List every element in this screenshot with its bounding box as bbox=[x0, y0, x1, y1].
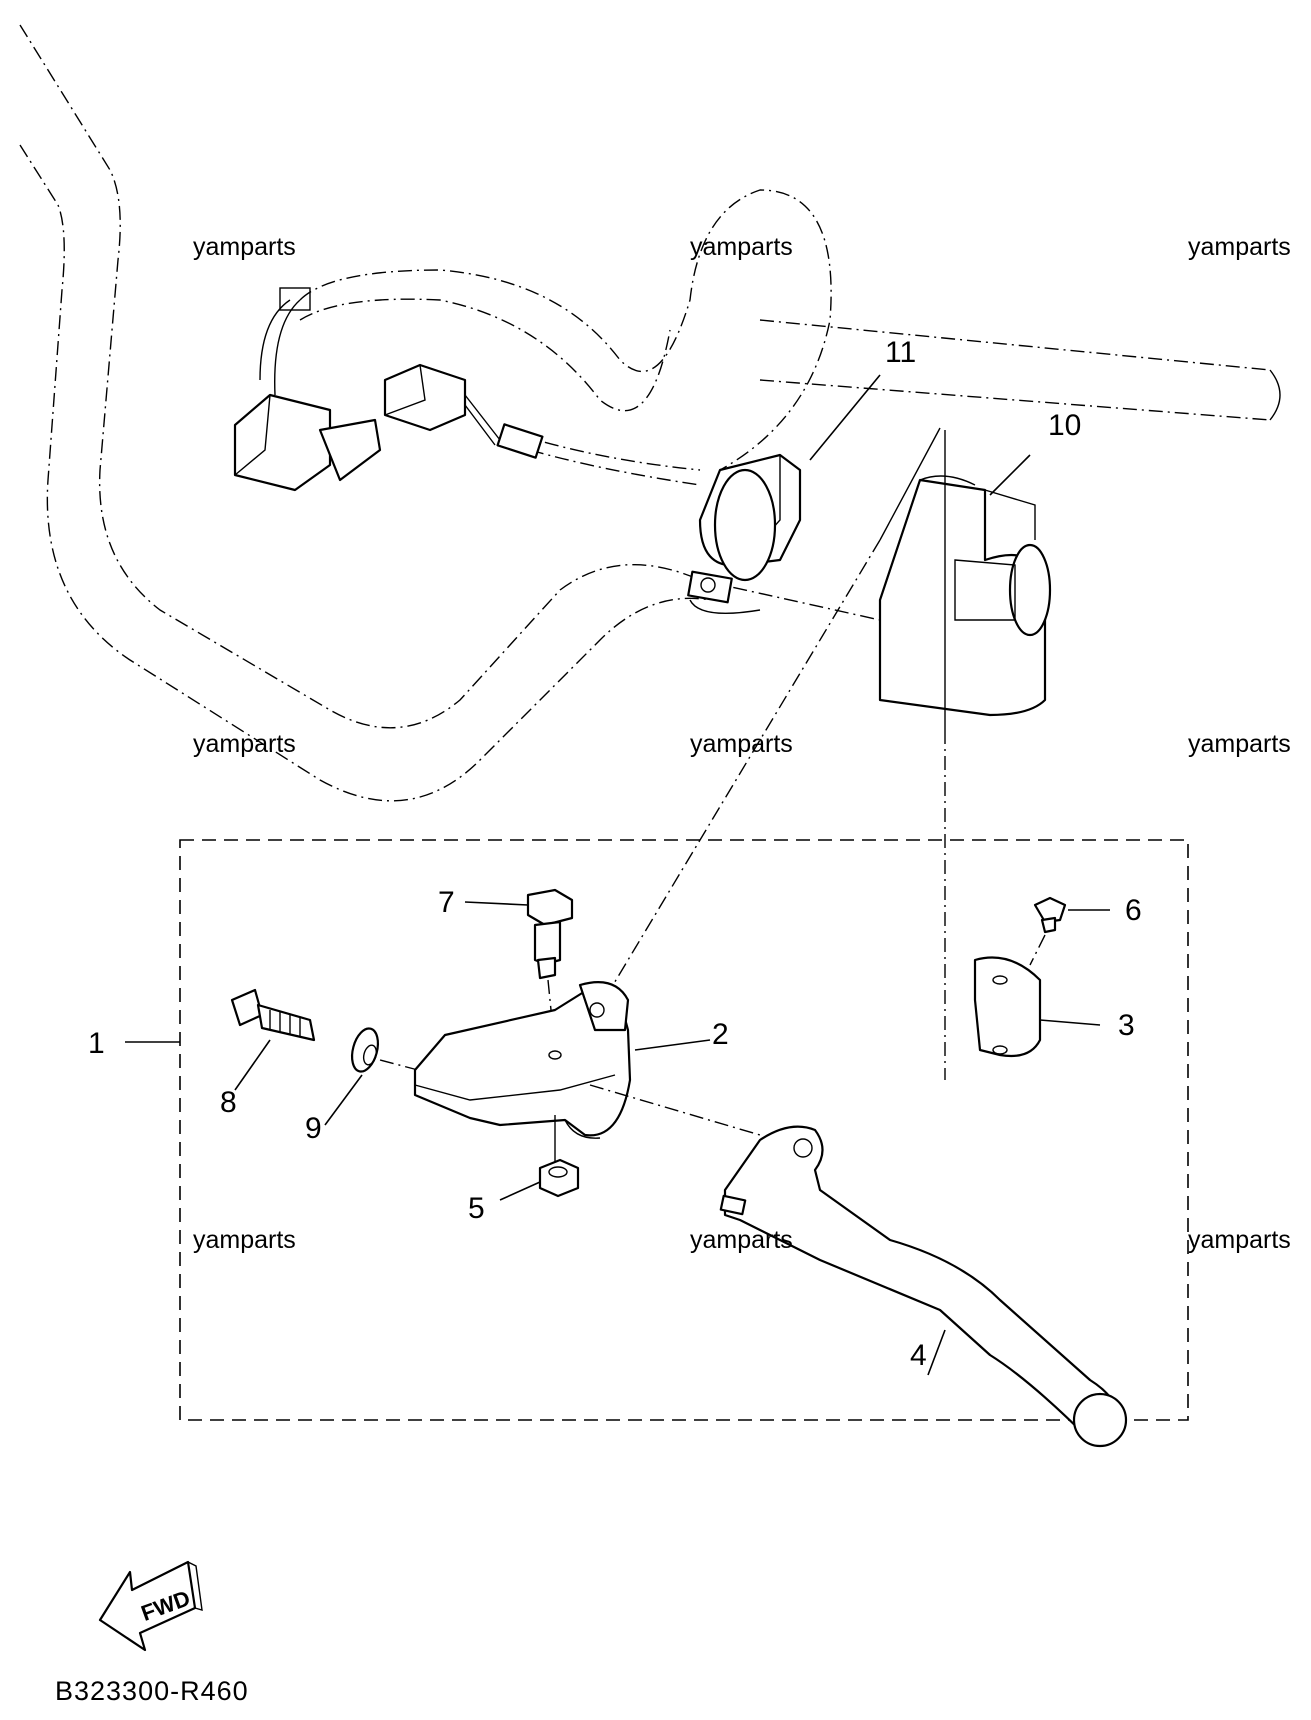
watermark: yamparts bbox=[193, 1226, 296, 1254]
callout-10: 10 bbox=[1048, 409, 1081, 442]
callout-11: 11 bbox=[885, 336, 916, 369]
callout-7: 7 bbox=[438, 886, 455, 919]
watermark: yamparts bbox=[690, 730, 793, 758]
callout-leaders bbox=[125, 374, 1110, 1376]
connector-block-small bbox=[383, 363, 544, 459]
watermark: yamparts bbox=[690, 233, 793, 261]
assembly-boundary-box bbox=[179, 839, 1189, 1421]
watermarks: yamparts yamparts yamparts yamparts yamp… bbox=[193, 233, 1291, 1254]
diagram-code: B323300-R460 bbox=[55, 1676, 249, 1706]
watermark: yamparts bbox=[690, 1226, 793, 1254]
callout-3: 3 bbox=[1118, 1009, 1135, 1042]
watermark: yamparts bbox=[193, 730, 296, 758]
watermark: yamparts bbox=[1188, 233, 1291, 261]
assembly-lines bbox=[609, 427, 946, 1080]
watermark: yamparts bbox=[1188, 730, 1291, 758]
callout-6: 6 bbox=[1125, 894, 1142, 927]
callout-5: 5 bbox=[468, 1192, 485, 1225]
callout-4: 4 bbox=[910, 1339, 927, 1372]
callout-1: 1 bbox=[88, 1027, 105, 1060]
locknut-part-9 bbox=[350, 1027, 419, 1073]
handlebar-outline bbox=[19, 24, 1281, 802]
callout-2: 2 bbox=[712, 1018, 729, 1051]
watermark: yamparts bbox=[1188, 1226, 1291, 1254]
lever-part-4 bbox=[719, 1125, 1128, 1448]
adjuster-part-8 bbox=[230, 988, 316, 1042]
bolt-part-7 bbox=[526, 888, 574, 1051]
callout-9: 9 bbox=[305, 1112, 322, 1145]
callout-labels: 1 2 3 4 5 6 7 8 9 10 11 bbox=[88, 336, 1142, 1372]
connector-block-left bbox=[233, 287, 382, 492]
screw-part-6 bbox=[1029, 896, 1067, 966]
forward-arrow-icon: FWD bbox=[98, 1560, 203, 1652]
lever-bracket-part-2 bbox=[413, 981, 761, 1139]
holder-cap-part-3 bbox=[973, 956, 1042, 1058]
nut-part-5 bbox=[538, 1115, 580, 1198]
clamp-part-11 bbox=[687, 453, 802, 615]
lever-holder-part-10 bbox=[878, 475, 1052, 717]
watermark: yamparts bbox=[193, 233, 296, 261]
callout-8: 8 bbox=[220, 1086, 237, 1119]
